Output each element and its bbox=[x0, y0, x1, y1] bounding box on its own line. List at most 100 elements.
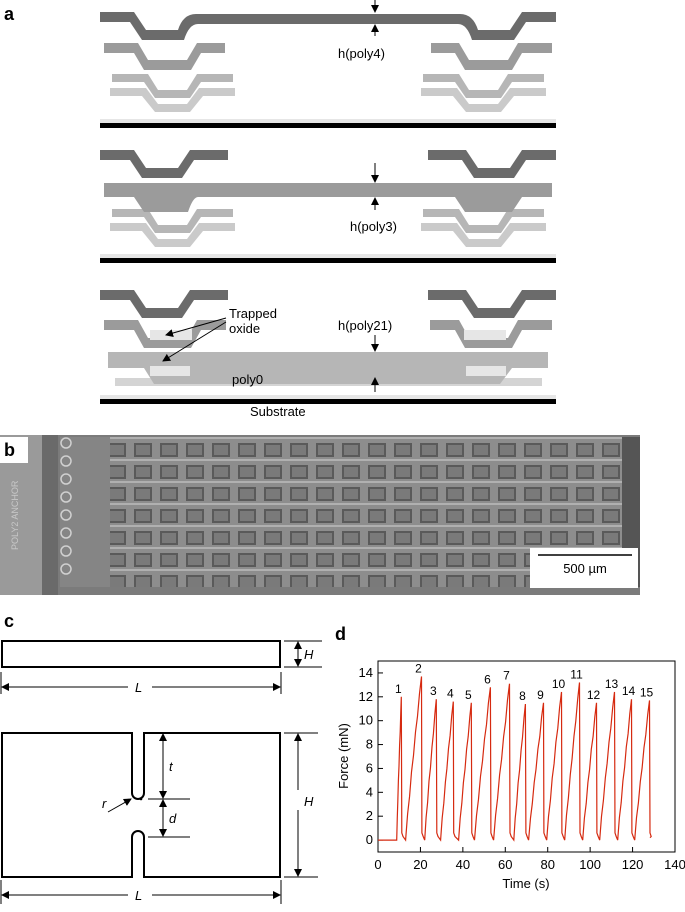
trapped-oxide-region bbox=[466, 366, 506, 376]
panel-d-letter: d bbox=[335, 624, 346, 644]
bond-pad-circle bbox=[60, 437, 72, 449]
poly2-layer bbox=[112, 209, 233, 233]
bond-pad-circle bbox=[60, 563, 72, 575]
poly3-layer bbox=[104, 43, 225, 70]
label-h-poly3: h(poly3) bbox=[350, 219, 397, 234]
bond-pad-circle bbox=[60, 491, 72, 503]
label-r: r bbox=[102, 796, 107, 811]
chip-text: POLY2 ANCHOR bbox=[10, 480, 20, 550]
panel-c-letter: c bbox=[4, 611, 14, 631]
label-trapped: Trapped bbox=[229, 306, 277, 321]
cycle-label: 13 bbox=[605, 677, 619, 691]
poly3-layer-right bbox=[431, 43, 552, 70]
poly3-layer bbox=[104, 183, 552, 212]
x-tick-label: 60 bbox=[498, 857, 512, 872]
trapped-oxide-region bbox=[464, 330, 506, 340]
poly4-layer bbox=[100, 150, 228, 178]
scale-bar-label: 500 µm bbox=[563, 561, 607, 576]
cycle-label: 7 bbox=[503, 669, 510, 683]
stack-poly3: h(poly3) bbox=[100, 150, 556, 263]
x-tick-label: 0 bbox=[374, 857, 381, 872]
bond-pad-circle bbox=[60, 473, 72, 485]
poly2-layer bbox=[112, 74, 233, 98]
label-oxide: oxide bbox=[229, 321, 260, 336]
y-tick-label: 12 bbox=[359, 689, 373, 704]
cycle-label: 3 bbox=[430, 684, 437, 698]
poly2-layer-right bbox=[423, 209, 544, 233]
bond-pad-column bbox=[60, 437, 110, 587]
poly4-layer-right bbox=[428, 150, 556, 178]
poly1-layer bbox=[110, 88, 235, 112]
poly4-layer-right bbox=[428, 290, 556, 318]
y-tick-label: 0 bbox=[366, 832, 373, 847]
label-d: d bbox=[169, 811, 177, 826]
y-tick-label: 4 bbox=[366, 784, 373, 799]
bond-pad-circle bbox=[60, 509, 72, 521]
poly3-layer-right bbox=[430, 320, 552, 348]
panel-a-layer-stack: a h(poly4) bbox=[4, 0, 556, 419]
label-H-top: H bbox=[304, 647, 314, 662]
anchor-edge bbox=[42, 435, 58, 595]
y-axis-title: Force (mN) bbox=[336, 723, 351, 789]
trapped-oxide-region bbox=[150, 366, 190, 376]
cycle-label: 2 bbox=[415, 662, 422, 676]
label-t: t bbox=[169, 759, 174, 774]
cycle-label: 8 bbox=[519, 689, 526, 703]
label-poly0: poly0 bbox=[232, 372, 263, 387]
cycle-label: 14 bbox=[622, 684, 636, 698]
panel-c-specimen-geometry: c H L t d r H L bbox=[0, 611, 322, 904]
poly1-layer-right bbox=[421, 88, 546, 112]
cycle-label: 6 bbox=[484, 672, 491, 686]
bond-pad-circle bbox=[60, 545, 72, 557]
label-h-poly21: h(poly21) bbox=[338, 318, 392, 333]
label-L-top: L bbox=[135, 680, 142, 695]
oxide-layer bbox=[100, 119, 556, 123]
panel-b-letter-background bbox=[0, 437, 28, 463]
x-tick-label: 40 bbox=[456, 857, 470, 872]
cycle-label: 1 bbox=[395, 682, 402, 696]
poly1-layer bbox=[110, 223, 235, 247]
cycle-label: 12 bbox=[587, 688, 601, 702]
poly4-layer bbox=[100, 12, 556, 40]
radius-arrow bbox=[107, 798, 132, 813]
bond-pad-circles bbox=[60, 437, 72, 575]
poly1-poly2-layer bbox=[108, 352, 548, 384]
notch-center bbox=[139, 797, 143, 801]
poly4-layer bbox=[100, 290, 228, 318]
label-L-bottom: L bbox=[135, 888, 142, 903]
cycle-label: 4 bbox=[447, 687, 454, 701]
trapped-oxide-arrow bbox=[162, 321, 227, 362]
stack-poly4: h(poly4) bbox=[100, 0, 556, 128]
substrate-layer bbox=[100, 123, 556, 128]
x-tick-label: 20 bbox=[413, 857, 427, 872]
notched-specimen bbox=[1, 732, 281, 878]
y-tick-label: 8 bbox=[366, 737, 373, 752]
bond-pad-circle bbox=[60, 455, 72, 467]
bond-pad-circle bbox=[60, 527, 72, 539]
y-tick-label: 2 bbox=[366, 808, 373, 823]
plot-frame bbox=[377, 660, 676, 853]
panel-b-letter: b bbox=[4, 440, 15, 460]
x-tick-label: 120 bbox=[622, 857, 644, 872]
trapped-oxide-arrow bbox=[165, 317, 227, 337]
oxide-layer bbox=[100, 395, 556, 399]
stack-poly21: Trapped oxide poly0 Substrate h(poly21) bbox=[100, 290, 556, 419]
substrate-layer bbox=[100, 258, 556, 263]
unnotched-specimen bbox=[1, 640, 281, 668]
cycle-label: 15 bbox=[640, 685, 654, 699]
oxide-layer bbox=[100, 254, 556, 258]
y-tick-label: 14 bbox=[359, 665, 373, 680]
y-tick-label: 6 bbox=[366, 760, 373, 775]
x-axis-title: Time (s) bbox=[502, 876, 549, 891]
panel-a-letter: a bbox=[4, 4, 15, 24]
label-substrate: Substrate bbox=[250, 404, 306, 419]
panel-b-micrograph: POLY2 ANCHOR 500 µm b bbox=[0, 435, 640, 595]
x-tick-label: 80 bbox=[540, 857, 554, 872]
cycle-label: 11 bbox=[570, 667, 583, 681]
poly2-layer-right bbox=[423, 74, 544, 98]
y-tick-label: 10 bbox=[359, 713, 373, 728]
label-H-bottom: H bbox=[304, 794, 314, 809]
